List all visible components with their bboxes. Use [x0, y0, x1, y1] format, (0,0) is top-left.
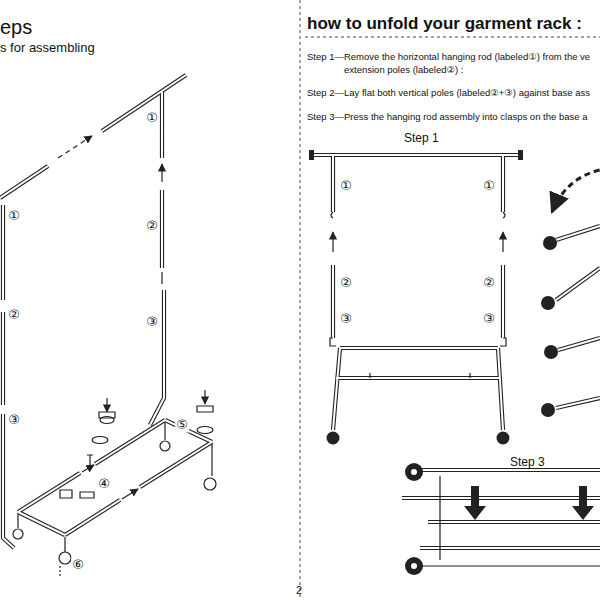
clasp: [330, 338, 506, 378]
rack-tube: [0, 75, 212, 548]
hook: [331, 212, 505, 218]
assembly-line: [161, 272, 162, 284]
callout-number: ③: [145, 315, 159, 330]
page-fold-line: [300, 0, 301, 600]
nut: [197, 406, 213, 412]
step-label: Step 3: [510, 456, 545, 470]
assembly-arrow: [204, 390, 205, 404]
caster-wheel: [541, 403, 555, 417]
callout-number: ②: [482, 276, 496, 291]
callout-number: ⑥: [71, 558, 85, 573]
press-arrow: [572, 486, 594, 520]
assembly-arrow: [161, 164, 162, 182]
caster-wheel: [541, 296, 555, 310]
caster-wheel: [327, 432, 340, 445]
page-title: how to unfold your garment rack :: [307, 14, 582, 34]
step-instruction: Step 1—Remove the horizontal hanging rod…: [307, 52, 590, 63]
bolt: [87, 455, 93, 469]
wheel-hub: [411, 469, 417, 475]
clasp: [60, 490, 94, 498]
heading-rule: [305, 37, 600, 38]
wheel-hub: [411, 563, 417, 569]
step-instruction: Step 3—Press the hanging rod assembly in…: [307, 112, 587, 123]
callout-number: ③: [7, 413, 21, 428]
caster-wheel: [405, 463, 423, 481]
base-rail: [420, 476, 600, 566]
direction-arrow: [332, 232, 333, 252]
callout-number: ①: [339, 179, 353, 194]
callout-number: ⑤: [175, 418, 189, 433]
assembly-arrow: [122, 489, 138, 499]
assembly-arrow: [58, 136, 92, 158]
caster-wheel: [160, 441, 170, 451]
callout-number: ①: [145, 111, 159, 126]
callout-number: ①: [7, 209, 21, 224]
caster-stem: [18, 422, 212, 552]
step-label: Step 1: [404, 132, 439, 146]
step-instruction: extension poles (labeled②) :: [344, 65, 463, 76]
callout-number: ②: [145, 219, 159, 234]
callout-number: ②: [339, 276, 353, 291]
end-cap: [309, 150, 523, 160]
press-arrow: [464, 486, 486, 520]
page-heading: eps: [0, 16, 32, 39]
rack-tube: [0, 75, 212, 548]
caster-wheel: [497, 432, 510, 445]
step-instruction: Step 2—Lay flat both vertical poles (lab…: [307, 88, 590, 99]
caster-wheel: [204, 478, 216, 490]
callout-number: ③: [482, 312, 496, 327]
page-number: 2: [296, 584, 302, 597]
leader-line: [59, 566, 60, 578]
assembly-arrow: [106, 398, 107, 412]
callout-number: ①: [482, 179, 496, 194]
callout-number: ③: [339, 312, 353, 327]
fold-arrow: [552, 170, 600, 212]
rack-tube: [312, 155, 600, 548]
caster-wheel: [13, 529, 23, 539]
caster-wheel: [544, 345, 558, 359]
heading-text: s for assembling: [0, 41, 95, 56]
caster-wheel: [543, 236, 557, 250]
nut: [99, 412, 115, 418]
washer: [197, 427, 213, 434]
caster-wheel: [59, 552, 71, 564]
callout-number: ④: [97, 477, 111, 492]
rack-tube: [312, 155, 600, 548]
washer: [92, 437, 108, 444]
assembly-arrow: [82, 465, 94, 472]
callout-number: ②: [7, 308, 21, 323]
direction-arrow: [502, 232, 503, 252]
